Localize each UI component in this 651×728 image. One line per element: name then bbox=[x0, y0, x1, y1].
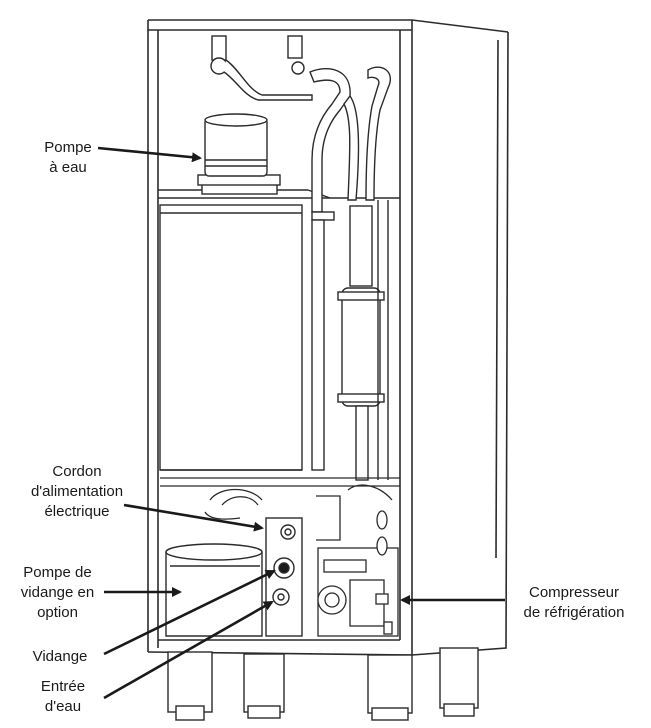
drain-pump-box bbox=[165, 543, 263, 637]
water-tank bbox=[159, 204, 303, 471]
top-fittings bbox=[210, 35, 313, 101]
power-cord-label: Cordon d'alimentation électrique bbox=[30, 463, 124, 520]
drain-pump-label: Pompe de vidange en option bbox=[20, 564, 95, 621]
refrigerant-tubes bbox=[309, 66, 391, 471]
arrow-drain bbox=[103, 569, 276, 656]
cabinet-legs bbox=[167, 647, 479, 721]
compressor-label: Compresseur de réfrigération bbox=[523, 584, 625, 621]
arrow-water-pump bbox=[97, 146, 202, 163]
water-inlet-label: Entrée d'eau bbox=[40, 678, 86, 715]
accumulator bbox=[337, 200, 389, 481]
water-pump-motor bbox=[197, 113, 281, 195]
drain-label: Vidange bbox=[32, 648, 88, 665]
arrow-water-inlet bbox=[103, 600, 274, 700]
power-cord-fitting bbox=[265, 517, 303, 637]
arrow-power-cord bbox=[123, 503, 264, 532]
base-compartment bbox=[160, 477, 400, 541]
water-pump-label: Pompe à eau bbox=[44, 139, 92, 176]
callout-arrows bbox=[97, 146, 505, 700]
water-pump-shelf bbox=[158, 189, 400, 199]
cabinet-outline bbox=[147, 19, 509, 656]
compressor-unit bbox=[317, 510, 399, 637]
